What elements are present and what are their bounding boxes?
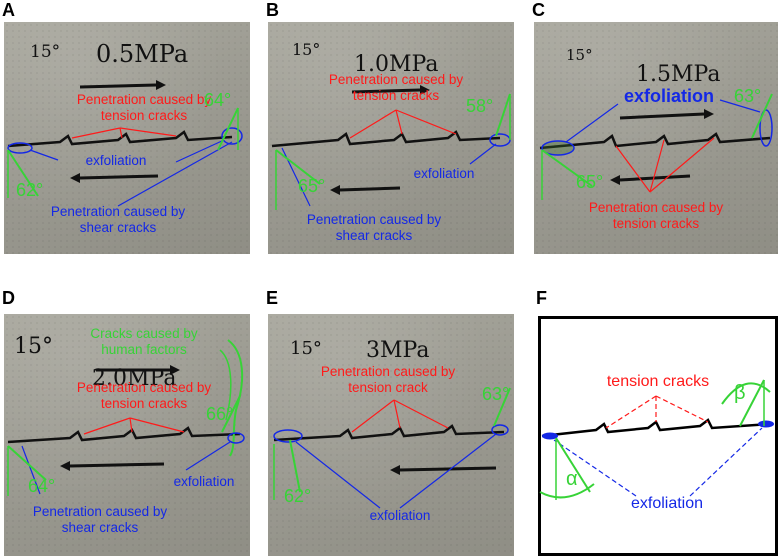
red-label-b: Penetration caused by tension cracks — [328, 72, 464, 103]
angle-mark-c: 15° — [566, 46, 593, 64]
red-label-e: Penetration caused by tension crack — [320, 364, 456, 395]
angle-right-a: 64° — [204, 90, 232, 110]
angle-left-d: 64° — [28, 476, 56, 496]
beta-symbol: β — [734, 382, 746, 404]
green-label-human-factors: Cracks caused by human factors — [90, 326, 198, 357]
pressure-b: 1.0MPa — [354, 52, 439, 77]
blue-label-shear-d: Penetration caused by shear cracks — [32, 504, 168, 535]
red-label-a: Penetration caused by tension cracks — [76, 92, 212, 123]
angle-left-e: 62° — [284, 486, 312, 506]
angle-mark-e: 15° — [290, 338, 322, 359]
red-label-c: Penetration caused by tension cracks — [588, 200, 724, 231]
red-label-f: tension cracks — [606, 373, 710, 390]
angle-left-c: 65° — [576, 172, 604, 192]
blue-label-exfoliation-f: exfoliation — [630, 495, 704, 512]
angle-left-a: 62° — [16, 180, 44, 200]
red-label-d: Penetration caused by tension cracks — [76, 380, 212, 411]
panel-letter-d: D — [2, 288, 15, 308]
angle-right-e: 63° — [482, 384, 510, 404]
blue-label-shear-b: Penetration caused by shear cracks — [306, 212, 442, 243]
angle-right-b: 58° — [466, 96, 494, 116]
specimen-photo-b — [268, 22, 514, 254]
panel-letter-a: A — [2, 0, 15, 20]
pressure-d: 2.0MPa — [92, 366, 177, 391]
schematic-diagram — [538, 316, 778, 556]
angle-mark-d: 15° — [14, 334, 53, 359]
panel-letter-f: F — [536, 288, 547, 308]
angle-right-c: 63° — [734, 86, 762, 106]
panel-letter-b: B — [266, 0, 279, 20]
blue-label-exfoliation-e: exfoliation — [369, 508, 431, 523]
pressure-e: 3MPa — [366, 338, 430, 363]
blue-label-exfoliation-d: exfoliation — [173, 474, 235, 489]
blue-label-exfoliation-c: exfoliation — [623, 86, 714, 106]
angle-left-b: 65° — [298, 176, 326, 196]
pressure-a: 0.5MPa — [96, 40, 189, 68]
blue-label-exfoliation-b: exfoliation — [413, 166, 475, 181]
angle-mark-b: 15° — [292, 40, 321, 59]
blue-label-shear-a: Penetration caused by shear cracks — [50, 204, 186, 235]
alpha-symbol: α — [566, 468, 578, 490]
angle-right-d: 66° — [206, 404, 234, 424]
panel-letter-e: E — [266, 288, 279, 308]
panel-letter-c: C — [532, 0, 545, 20]
pressure-c: 1.5MPa — [636, 62, 721, 87]
blue-label-exfoliation-a: exfoliation — [85, 153, 147, 168]
angle-mark-a: 15° — [30, 42, 61, 62]
specimen-photo-c — [534, 22, 778, 254]
